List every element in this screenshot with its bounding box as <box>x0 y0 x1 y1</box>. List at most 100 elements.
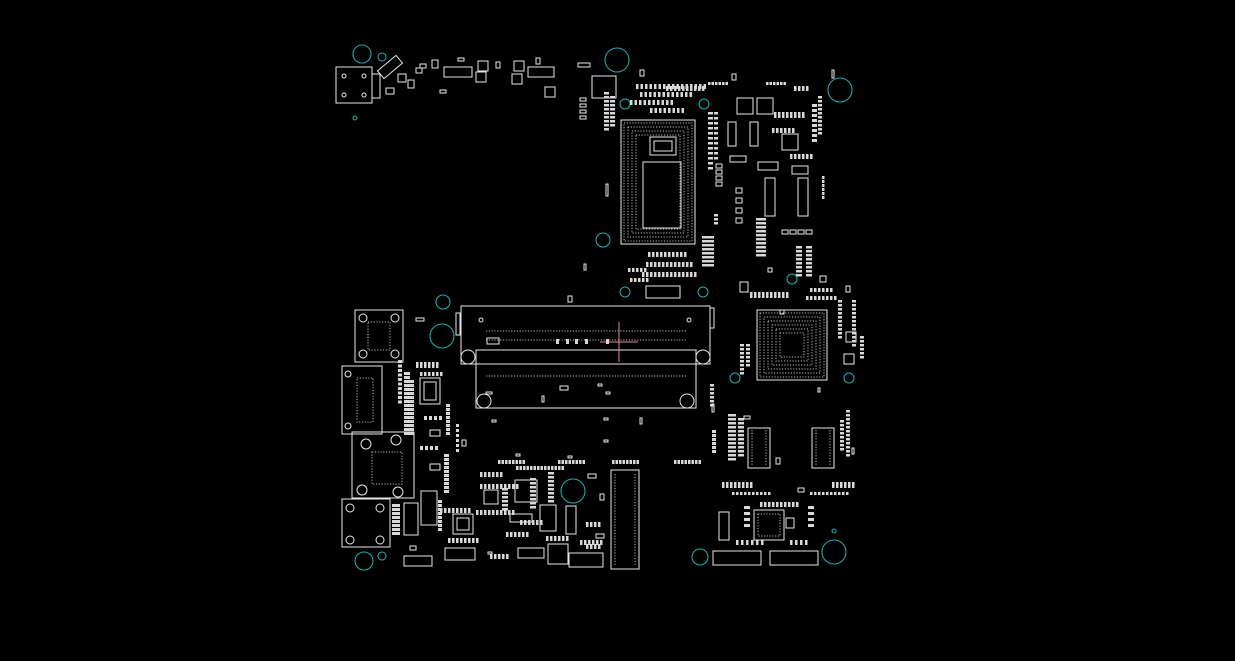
smd-part[interactable] <box>559 385 569 391</box>
smd-part[interactable] <box>674 272 677 277</box>
smd-part[interactable] <box>522 532 525 537</box>
smd-part[interactable] <box>626 460 629 464</box>
smd-part[interactable] <box>734 482 737 488</box>
smd-part[interactable] <box>508 460 512 464</box>
smd-part[interactable] <box>666 86 669 91</box>
smd-part[interactable] <box>741 540 744 545</box>
smd-part[interactable] <box>404 408 410 411</box>
smd-part[interactable] <box>446 420 450 423</box>
smd-part[interactable] <box>756 218 766 221</box>
smd-part[interactable] <box>714 147 718 150</box>
smd-part[interactable] <box>547 466 551 470</box>
smd-part[interactable] <box>506 532 509 537</box>
smd-part[interactable] <box>604 124 609 127</box>
smd-part[interactable] <box>530 490 536 493</box>
smd-part[interactable] <box>501 460 505 464</box>
smd-part[interactable] <box>746 360 750 363</box>
smd-part[interactable] <box>826 288 829 292</box>
ic-square[interactable] <box>514 479 538 503</box>
smd-part[interactable] <box>456 449 459 452</box>
smd-part[interactable] <box>456 508 459 513</box>
smd-part[interactable] <box>640 268 643 272</box>
smd-part[interactable] <box>410 420 414 423</box>
bottom-right-parts[interactable] <box>712 509 819 566</box>
smd-part[interactable] <box>780 82 783 85</box>
smd-part[interactable] <box>488 510 491 515</box>
smd-part[interactable] <box>840 420 844 423</box>
smd-part[interactable] <box>648 100 651 105</box>
smd-part[interactable] <box>577 62 591 68</box>
smd-part[interactable] <box>658 262 661 267</box>
smd-part[interactable] <box>756 246 766 249</box>
capacitor-tall[interactable] <box>797 177 809 217</box>
smd-part[interactable] <box>585 339 588 344</box>
smd-part[interactable] <box>788 128 791 133</box>
smd-part[interactable] <box>605 183 609 197</box>
smd-part[interactable] <box>409 545 417 551</box>
smd-part[interactable] <box>728 438 736 441</box>
chipset-bga[interactable] <box>756 309 828 381</box>
smd-part[interactable] <box>686 272 689 277</box>
ic-square[interactable] <box>781 133 799 151</box>
smd-part[interactable] <box>590 522 593 527</box>
smd-part[interactable] <box>541 395 545 403</box>
smd-part[interactable] <box>826 492 829 495</box>
smd-part[interactable] <box>502 488 508 491</box>
smd-part[interactable] <box>484 472 487 477</box>
smd-part[interactable] <box>404 372 410 375</box>
smd-part[interactable] <box>438 528 442 531</box>
ram-chips[interactable] <box>747 427 835 469</box>
angled-header[interactable] <box>376 54 404 80</box>
smd-part[interactable] <box>490 554 493 559</box>
smd-part[interactable] <box>722 82 725 85</box>
smd-part[interactable] <box>425 446 428 450</box>
smd-part[interactable] <box>666 272 669 277</box>
memory-slots[interactable] <box>455 305 715 409</box>
smd-part[interactable] <box>740 348 744 351</box>
smd-part[interactable] <box>444 490 449 493</box>
lan-connector[interactable] <box>351 431 415 499</box>
smd-part[interactable] <box>548 480 554 483</box>
smd-part[interactable] <box>756 540 759 545</box>
smd-part[interactable] <box>494 554 497 559</box>
smd-part[interactable] <box>846 422 850 425</box>
smd-part[interactable] <box>530 482 536 485</box>
smd-part[interactable] <box>743 415 751 420</box>
smd-part[interactable] <box>606 339 609 344</box>
smd-part[interactable] <box>530 506 536 509</box>
smd-part[interactable] <box>806 246 812 249</box>
smd-part[interactable] <box>678 86 681 91</box>
smd-part[interactable] <box>676 84 680 89</box>
smd-part[interactable] <box>740 356 744 359</box>
smd-part[interactable] <box>690 86 693 91</box>
smd-part[interactable] <box>756 222 766 225</box>
smd-part[interactable] <box>410 424 414 427</box>
smd-part[interactable] <box>728 454 736 457</box>
smd-part[interactable] <box>546 536 549 541</box>
smd-part[interactable] <box>630 278 633 282</box>
smd-part[interactable] <box>556 339 559 344</box>
smd-part[interactable] <box>702 256 714 259</box>
smd-part[interactable] <box>518 532 521 537</box>
smd-part[interactable] <box>681 108 685 113</box>
smd-part[interactable] <box>666 100 669 105</box>
smd-part[interactable] <box>818 296 821 300</box>
smd-part[interactable] <box>530 498 536 501</box>
smd-part[interactable] <box>746 344 750 347</box>
smd-part[interactable] <box>838 320 842 323</box>
smd-part[interactable] <box>434 416 437 420</box>
header-strip[interactable] <box>443 66 473 78</box>
smd-part[interactable] <box>444 462 449 465</box>
smd-part[interactable] <box>742 482 745 488</box>
smd-part[interactable] <box>646 278 649 282</box>
smd-part[interactable] <box>648 252 651 257</box>
smd-part[interactable] <box>438 500 442 503</box>
smd-part[interactable] <box>588 540 591 545</box>
smd-part[interactable] <box>520 520 523 525</box>
smd-part[interactable] <box>846 410 850 413</box>
smd-part[interactable] <box>664 252 667 257</box>
smd-part[interactable] <box>610 96 615 99</box>
smd-part[interactable] <box>738 442 744 445</box>
smd-part[interactable] <box>558 460 561 464</box>
smd-part[interactable] <box>486 337 500 345</box>
